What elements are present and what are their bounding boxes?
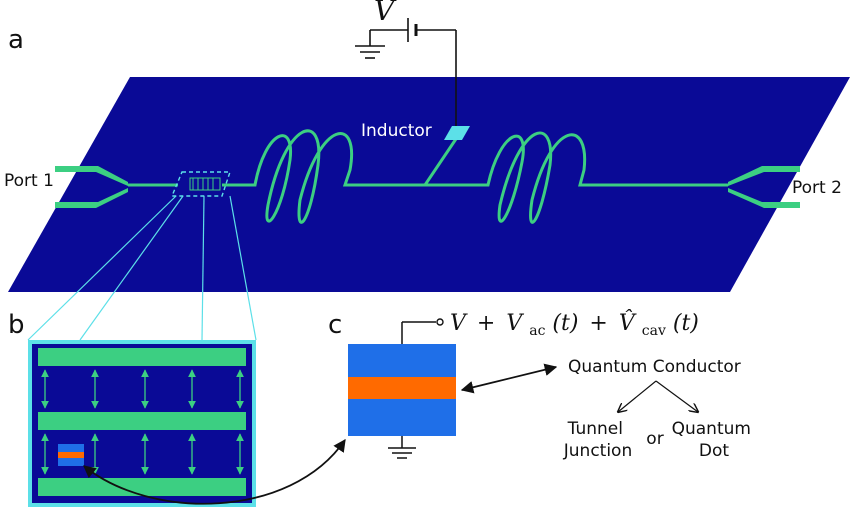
expr-vac: V [506, 311, 524, 336]
expr-cav-subscript: cav [642, 323, 666, 339]
voltage-symbol: V [374, 0, 397, 27]
or-label: or [646, 429, 663, 449]
tunnel-line1: Tunnel [567, 419, 623, 439]
branch-arrow-left [618, 380, 657, 412]
quantum-dot-label: Quantum Dot [672, 419, 757, 461]
expr-v: V [450, 311, 468, 336]
expr-t-2: (t) [673, 311, 699, 336]
panel-label-c: c [328, 310, 342, 340]
expr-plus-1: + [477, 311, 495, 336]
voltage-expression: V + V ac (t) + V̂ cav (t) [450, 310, 699, 341]
quantum-conductor-label: Quantum Conductor [568, 357, 741, 377]
capacitor-zoom-panel [28, 340, 256, 507]
zoom-lines [27, 195, 257, 341]
tunnel-label: Tunnel Junction [563, 419, 632, 461]
port2-launcher [610, 166, 800, 208]
panel-label-a: a [8, 25, 24, 55]
tunnel-line2: Junction [563, 441, 632, 461]
port1-label: Port 1 [4, 171, 54, 191]
inductor-label: Inductor [361, 121, 432, 141]
coupling-capacitor-region [170, 171, 231, 197]
expr-t-1: (t) [552, 311, 578, 336]
port1-launcher [55, 166, 178, 208]
panel-label-b: b [8, 310, 25, 340]
dot-line2: Dot [699, 441, 729, 461]
dc-voltage-source [369, 18, 457, 128]
expr-plus-2: + [589, 311, 607, 336]
ground-symbol-top [355, 45, 385, 59]
meander-resonator [222, 129, 610, 224]
quantum-device [348, 318, 456, 459]
inductor-patch [444, 126, 470, 140]
curved-arrow [83, 438, 346, 505]
port2-label: Port 2 [792, 178, 842, 198]
expr-vcav: V̂ [619, 310, 637, 336]
device-conductor-arrow [460, 363, 558, 394]
dot-line1: Quantum [672, 419, 751, 439]
branch-arrow-right [655, 380, 698, 412]
expr-ac-subscript: ac [529, 323, 545, 339]
